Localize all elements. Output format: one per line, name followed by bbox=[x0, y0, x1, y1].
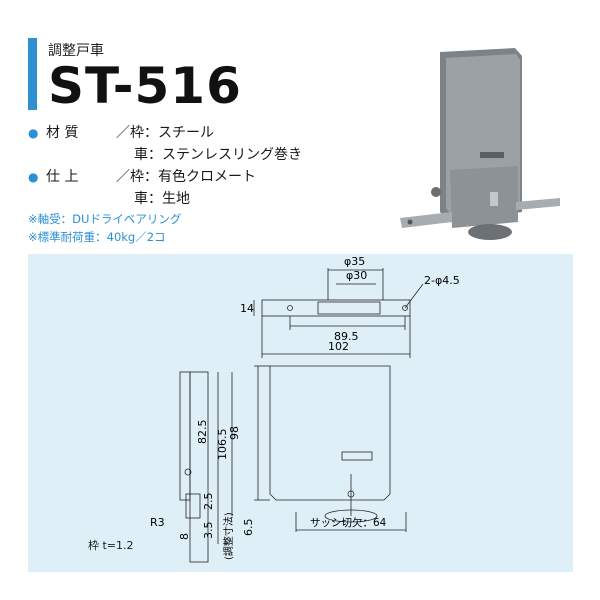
technical-drawing: φ35 φ30 2-φ4.5 14 89.5 102 82.5 106.5 98… bbox=[150, 255, 460, 563]
adjust-screw-icon bbox=[490, 192, 498, 206]
spec-list: ● 材 質 ／枠： スチール 車： ステンレスリング巻き ● 仕 上 ／枠： 有… bbox=[28, 122, 302, 210]
mount-hole-left bbox=[287, 305, 293, 311]
side-view-bracket bbox=[185, 493, 201, 519]
left-bracket-shape bbox=[400, 212, 452, 228]
dim-phi30: φ30 bbox=[346, 269, 367, 282]
dim-r3: R3 bbox=[150, 516, 165, 529]
slot-shape bbox=[480, 152, 504, 158]
bullet-icon: ● bbox=[28, 126, 39, 140]
technical-drawing-panel: φ35 φ30 2-φ4.5 14 89.5 102 82.5 106.5 98… bbox=[28, 254, 573, 572]
spec-value: スチール bbox=[158, 125, 214, 141]
dim-6-5: 6.5 bbox=[242, 519, 255, 537]
front-view-outline bbox=[269, 365, 391, 501]
product-photo bbox=[400, 48, 560, 240]
dim-106-5: 106.5 bbox=[216, 429, 229, 461]
bullet-icon bbox=[28, 144, 46, 166]
dim-holes: 2-φ4.5 bbox=[424, 274, 460, 287]
spec-sub: 車： bbox=[134, 191, 162, 207]
product-code: ST-516 bbox=[48, 57, 242, 115]
dim-82-5: 82.5 bbox=[196, 420, 209, 445]
spec-label: 仕 上 bbox=[46, 169, 79, 185]
dim-2-5: 2.5 bbox=[202, 493, 215, 511]
screw-hole-icon bbox=[407, 219, 413, 225]
spec-row-material-frame: ● 材 質 ／枠： スチール bbox=[28, 122, 302, 144]
right-bracket-shape bbox=[516, 198, 560, 210]
spec-label: 材 質 bbox=[46, 125, 79, 141]
bullet-icon: ● bbox=[28, 170, 39, 184]
spec-sub: 車： bbox=[134, 147, 162, 163]
spec-row-finish-frame: ● 仕 上 ／枠： 有色クロメート bbox=[28, 166, 302, 188]
side-view-plate bbox=[179, 371, 191, 501]
dim-89-5: 89.5 bbox=[334, 330, 359, 343]
product-category: 調整戸車 bbox=[48, 43, 104, 59]
dim-phi35: φ35 bbox=[344, 255, 365, 268]
spec-value: 生地 bbox=[162, 191, 190, 207]
dim-98: 98 bbox=[228, 426, 241, 440]
dim-8: 8 bbox=[178, 533, 191, 540]
spec-value: 有色クロメート bbox=[158, 169, 256, 185]
front-view-wheel bbox=[324, 509, 378, 523]
lower-body-shape bbox=[450, 166, 518, 228]
wheel-icon bbox=[468, 224, 512, 240]
top-view-outline bbox=[261, 299, 411, 317]
top-view-wheel-slot bbox=[317, 301, 381, 315]
frame-thickness-note: 枠 t=1.2 bbox=[88, 539, 134, 552]
dim-3-5: 3.5 bbox=[202, 522, 215, 540]
spec-label bbox=[46, 188, 116, 210]
mount-hole-right bbox=[402, 305, 408, 311]
side-screw-icon bbox=[431, 187, 441, 197]
spec-label bbox=[46, 144, 116, 166]
note-load: ※標準耐荷重：40kg／2コ bbox=[28, 230, 166, 244]
dim-102: 102 bbox=[328, 340, 349, 353]
notes: ※軸受：DUドライベアリング ※標準耐荷重：40kg／2コ bbox=[28, 210, 181, 246]
note-bearing: ※軸受：DUドライベアリング bbox=[28, 212, 182, 226]
bullet-icon bbox=[28, 188, 46, 210]
dim-sash: サッシ切欠：64 bbox=[310, 516, 387, 529]
spec-sub: ／枠： bbox=[116, 169, 158, 185]
dim-14: 14 bbox=[240, 302, 254, 315]
side-view-body bbox=[189, 371, 209, 563]
side-view-screw bbox=[184, 468, 192, 476]
spec-sub: ／枠： bbox=[116, 125, 158, 141]
title-accent-bar bbox=[28, 38, 37, 110]
dim-adjust: (調整寸法) bbox=[222, 512, 235, 560]
spec-value: ステンレスリング巻き bbox=[162, 147, 302, 163]
spec-row-material-wheel: 車： ステンレスリング巻き bbox=[28, 144, 302, 166]
spec-row-finish-wheel: 車： 生地 bbox=[28, 188, 302, 210]
front-view-slot bbox=[341, 451, 373, 461]
